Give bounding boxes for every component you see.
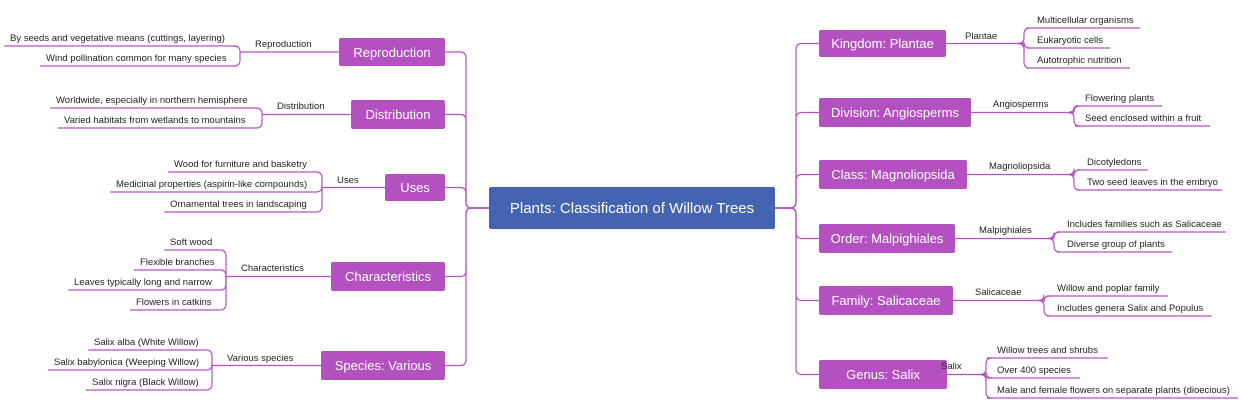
branch-node (819, 98, 971, 127)
branch-node-label: Characteristics (345, 269, 431, 284)
leaf-label: Includes families such as Salicaceae (1067, 219, 1222, 230)
branch-node-label: Genus: Salix (846, 367, 920, 382)
leaf-label: By seeds and vegetative means (cuttings,… (10, 33, 225, 44)
root-to-branch-connector (445, 207, 489, 278)
mid-to-leaf-connector (219, 249, 227, 277)
mid-to-leaf-connector (205, 349, 213, 366)
mid-to-leaf-connector (1047, 231, 1061, 240)
branch-node (351, 100, 445, 129)
root-to-branch-connector (445, 113, 489, 209)
mid-label: Distribution (277, 101, 325, 112)
mid-to-leaf-connector (219, 269, 227, 277)
branch-node (321, 351, 445, 380)
root-to-branch-connector (775, 173, 819, 209)
leaf-label: Wood for furniture and basketry (174, 159, 307, 170)
branch-node (331, 262, 445, 291)
mid-to-leaf-connector (315, 187, 323, 213)
branch-node-label: Species: Various (334, 358, 432, 373)
root-to-branch-connector (775, 207, 819, 376)
leaf-label: Two seed leaves in the embryo (1087, 177, 1218, 188)
leaf-label: Medicinal properties (aspirin-like compo… (116, 179, 308, 190)
mid-to-leaf-connector (219, 276, 227, 311)
mid-to-leaf-connector (1067, 111, 1081, 127)
leaf-label: Willow and poplar family (1057, 283, 1160, 294)
branch-node-label: Kingdom: Plantae (831, 36, 934, 51)
mid-to-leaf-connector (1047, 237, 1061, 253)
mid-label: Uses (337, 175, 359, 186)
branch-node (385, 174, 445, 201)
mid-label: Salix (941, 361, 962, 372)
mid-to-leaf-connector (1017, 27, 1031, 45)
mid-label: Plantae (965, 31, 998, 42)
leaf-label: Leaves typically long and narrow (74, 277, 212, 288)
leaf-label: Ornamental trees in landscaping (170, 199, 307, 210)
mid-to-leaf-connector (315, 171, 323, 188)
root-node (489, 187, 775, 229)
mid-label: Characteristics (241, 263, 304, 274)
root-to-branch-connector (445, 186, 489, 209)
mid-to-leaf-connector (1037, 299, 1051, 317)
mid-to-leaf-connector (255, 107, 263, 115)
mid-label: Reproduction (255, 39, 312, 50)
mid-to-leaf-connector (233, 45, 241, 53)
mid-to-leaf-connector (233, 52, 241, 67)
leaf-label: Autotrophic nutrition (1037, 55, 1122, 66)
branch-node-label: Distribution (365, 107, 431, 122)
mid-to-leaf-connector (219, 276, 227, 291)
leaf-label: Multicellular organisms (1037, 15, 1134, 26)
leaf-label: Wind pollination common for many species (46, 53, 227, 64)
mid-to-leaf-connector (205, 363, 213, 371)
mid-label: Magnoliopsida (989, 161, 1051, 172)
mid-to-leaf-connector (315, 185, 323, 193)
root-to-branch-connector (775, 207, 819, 240)
branch-node-label: Class: Magnoliopsida (831, 167, 955, 182)
branch-node-label: Uses (400, 180, 430, 195)
leaf-label: Seed enclosed within a fruit (1085, 113, 1202, 124)
root-to-branch-connector (775, 207, 819, 302)
root-to-branch-connector (775, 42, 819, 209)
mid-label: Malpighiales (979, 225, 1032, 236)
leaf-label: Soft wood (170, 237, 213, 248)
branch-node (819, 160, 967, 189)
leaf-label: Includes genera Salix and Populus (1057, 303, 1204, 314)
mid-to-leaf-connector (1067, 173, 1081, 191)
branch-node-label: Family: Salicaceae (831, 293, 941, 308)
leaf-label: Salix nigra (Black Willow) (92, 377, 199, 388)
leaf-label: Diverse group of plants (1067, 239, 1165, 250)
leaf-label: Over 400 species (997, 365, 1071, 376)
branch-node (819, 360, 947, 389)
branch-node (819, 224, 955, 253)
branch-node (819, 286, 953, 315)
root-to-branch-connector (775, 111, 819, 209)
branch-node-label: Reproduction (353, 44, 431, 60)
mid-label: Angiosperms (993, 99, 1049, 110)
mid-label: Salicaceae (975, 287, 1022, 298)
leaf-label: Eukaryotic cells (1037, 35, 1103, 46)
leaf-label: Worldwide, especially in northern hemisp… (56, 95, 248, 106)
leaf-label: Flowering plants (1085, 93, 1155, 104)
leaf-label: Flexible branches (140, 257, 215, 268)
leaf-label: Male and female flowers on separate plan… (997, 385, 1230, 396)
leaf-label: Salix alba (White Willow) (94, 337, 199, 348)
branch-node-label: Order: Malpighiales (830, 231, 944, 246)
leaf-label: Varied habitats from wetlands to mountai… (64, 115, 246, 126)
branch-node (339, 38, 445, 66)
root-node-label: Plants: Classification of Willow Trees (509, 199, 755, 217)
leaf-label: Flowers in catkins (136, 297, 212, 308)
root-to-branch-connector (445, 51, 489, 209)
mid-to-leaf-connector (1017, 42, 1031, 69)
mid-label: Various species (227, 353, 294, 364)
mid-to-leaf-connector (205, 365, 213, 391)
root-to-branch-connector (445, 207, 489, 367)
leaf-label: Salix babylonica (Weeping Willow) (54, 357, 200, 368)
mid-to-leaf-connector (255, 114, 263, 129)
branch-node (819, 30, 946, 57)
leaf-label: Willow trees and shrubs (997, 345, 1098, 356)
branch-node-label: Division: Angiosperms (831, 105, 959, 120)
leaf-label: Dicotyledons (1087, 157, 1142, 168)
mid-to-leaf-connector (1067, 105, 1081, 114)
